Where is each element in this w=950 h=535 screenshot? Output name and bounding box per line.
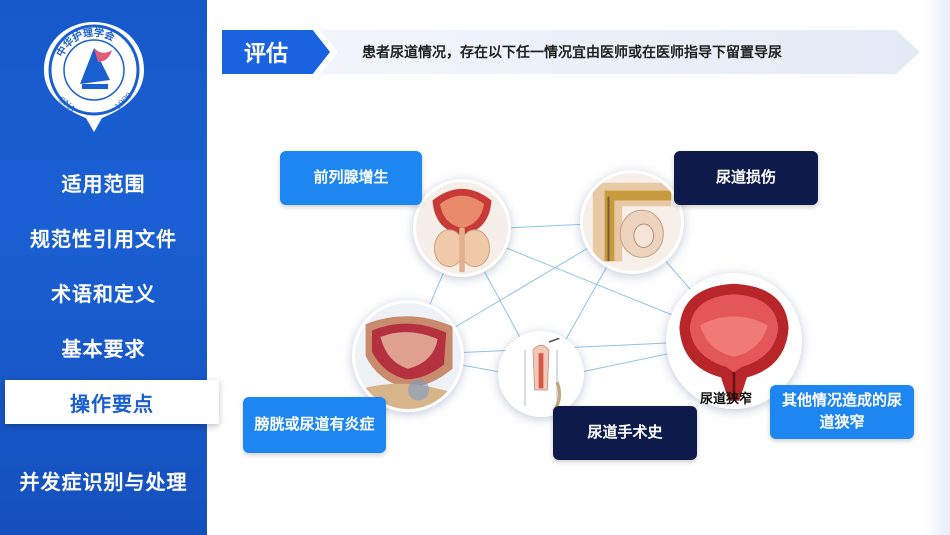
- condition-other-stricture: 其他情况造成的尿道狭窄: [770, 385, 914, 439]
- condition-label: 尿道损伤: [715, 168, 776, 187]
- stricture-caption: 尿道狭窄: [700, 392, 753, 407]
- condition-urethral-surgery-history: 尿道手术史: [553, 406, 697, 460]
- sidebar-item-scope[interactable]: 适用范围: [61, 171, 146, 196]
- sidebar-item-basic-requirements[interactable]: 基本要求: [61, 336, 146, 361]
- condition-label: 尿道手术史: [587, 423, 663, 442]
- condition-label: 前列腺增生: [313, 168, 389, 187]
- prostate-illustration: [413, 179, 511, 277]
- association-logo: 中华护理学会 CNA 1909: [40, 18, 148, 136]
- condition-label: 其他情况造成的尿道狭窄: [781, 391, 902, 431]
- header-text: 患者尿道情况，存在以下任一情况宜由医师或在医师指导下留置导尿: [362, 45, 782, 61]
- condition-label: 膀胱或尿道有炎症: [254, 415, 375, 434]
- sidebar-item-normative-references[interactable]: 规范性引用文件: [30, 226, 177, 251]
- condition-prostate-hyperplasia: 前列腺增生: [280, 151, 422, 205]
- urethral-surgery-illustration: [498, 331, 584, 417]
- sidebar-item-complications[interactable]: 并发症识别与处理: [19, 469, 188, 494]
- sidebar-item-terms-definitions[interactable]: 术语和定义: [51, 281, 156, 306]
- header-description: 患者尿道情况，存在以下任一情况宜由医师或在医师指导下留置导尿: [320, 30, 920, 74]
- sidebar-item-operation-points[interactable]: 操作要点: [5, 380, 219, 424]
- urethral-injury-illustration: [580, 170, 684, 274]
- sidebar: 中华护理学会 CNA 1909 适用范围 规范性引用文件 术语和定义 基本要求 …: [0, 0, 207, 535]
- bladder-inflammation-illustration: [352, 300, 464, 412]
- condition-bladder-urethra-inflammation: 膀胱或尿道有炎症: [243, 397, 386, 453]
- condition-urethral-injury: 尿道损伤: [674, 151, 818, 205]
- right-edge-strip: [922, 0, 950, 535]
- header-tag: 评估: [222, 30, 330, 74]
- header-tag-label: 评估: [244, 42, 289, 67]
